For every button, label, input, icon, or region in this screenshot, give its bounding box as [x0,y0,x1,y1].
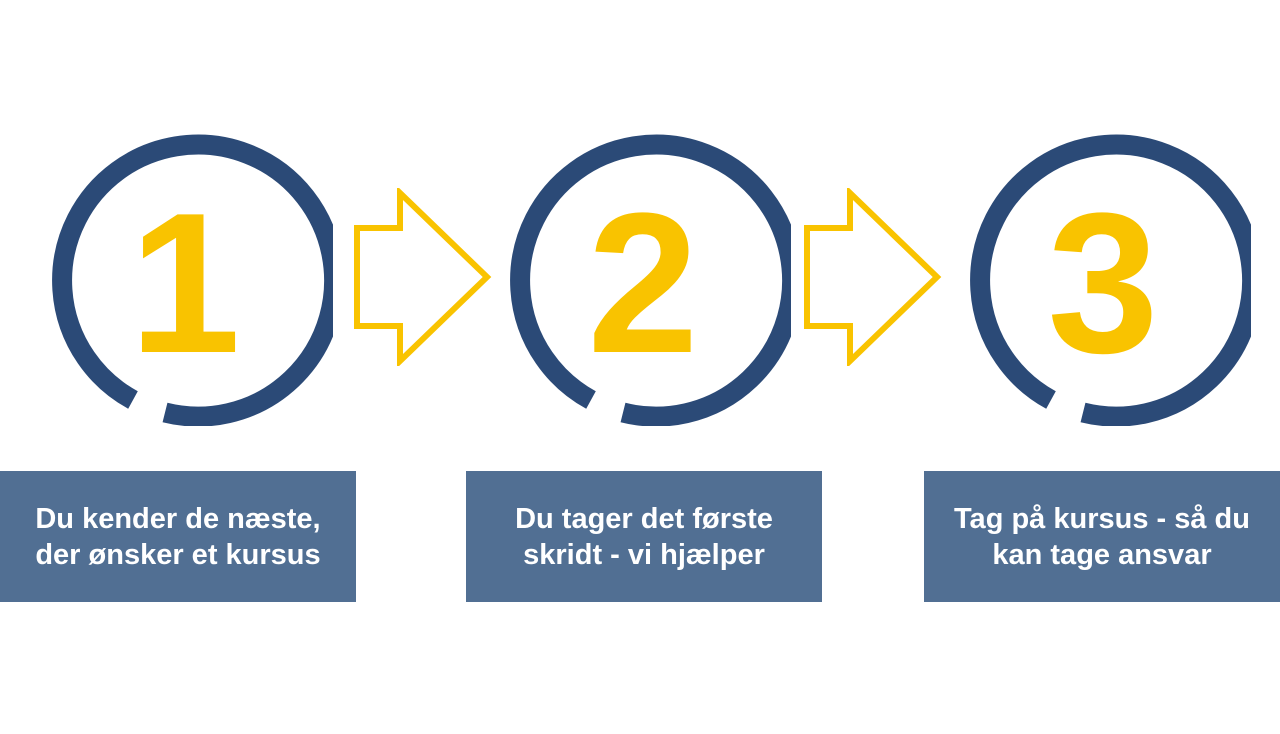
arrow-2 [802,188,942,366]
step-2-box: Du tager det første skridt - vi hjælper [466,471,822,602]
ring-icon [52,134,333,426]
step-2-circle: 2 [495,130,791,426]
step-3-text: Tag på kursus - så du kan tage ansvar [954,502,1250,571]
step-number: 2 [587,172,698,395]
ring-icon [970,134,1251,426]
step-2-text: Du tager det første skridt - vi hjælper [515,502,773,571]
arrow-right-outline-icon [354,188,492,366]
step-1-circle: 1 [37,130,333,426]
step-number: 1 [129,172,240,395]
step-3-circle: 3 [955,130,1251,426]
step-1-box: Du kender de næste, der ønsker et kursus [0,471,356,602]
step-1-text: Du kender de næste, der ønsker et kursus [35,502,321,571]
step-number: 3 [1047,172,1158,395]
step-3-box: Tag på kursus - så du kan tage ansvar [924,471,1280,602]
ring-icon [510,134,791,426]
arrow-1 [352,188,492,366]
arrow-right-outline-icon [804,188,942,366]
